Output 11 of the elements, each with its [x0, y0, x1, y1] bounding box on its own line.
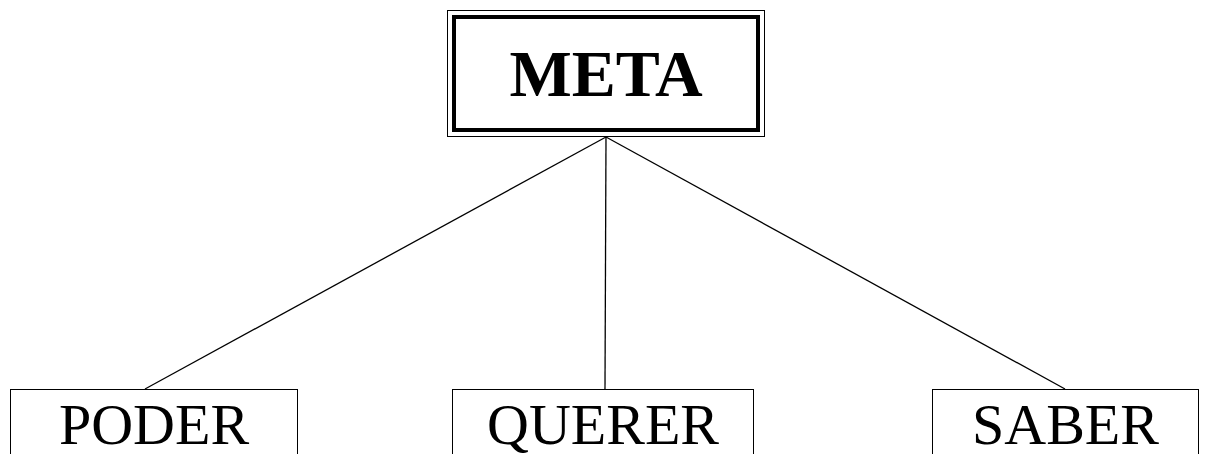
concept-box [932, 389, 1199, 454]
connector-line [144, 136, 607, 390]
concept-box [452, 389, 754, 454]
connector-line [604, 136, 607, 390]
concept-label: SABER [972, 396, 1159, 454]
concept-box [10, 389, 298, 454]
goal-label: META [509, 40, 703, 107]
concept-label: QUERER [487, 396, 719, 454]
goal-box [447, 10, 765, 137]
concept-label: PODER [58, 396, 250, 454]
connector-line [605, 136, 1066, 390]
